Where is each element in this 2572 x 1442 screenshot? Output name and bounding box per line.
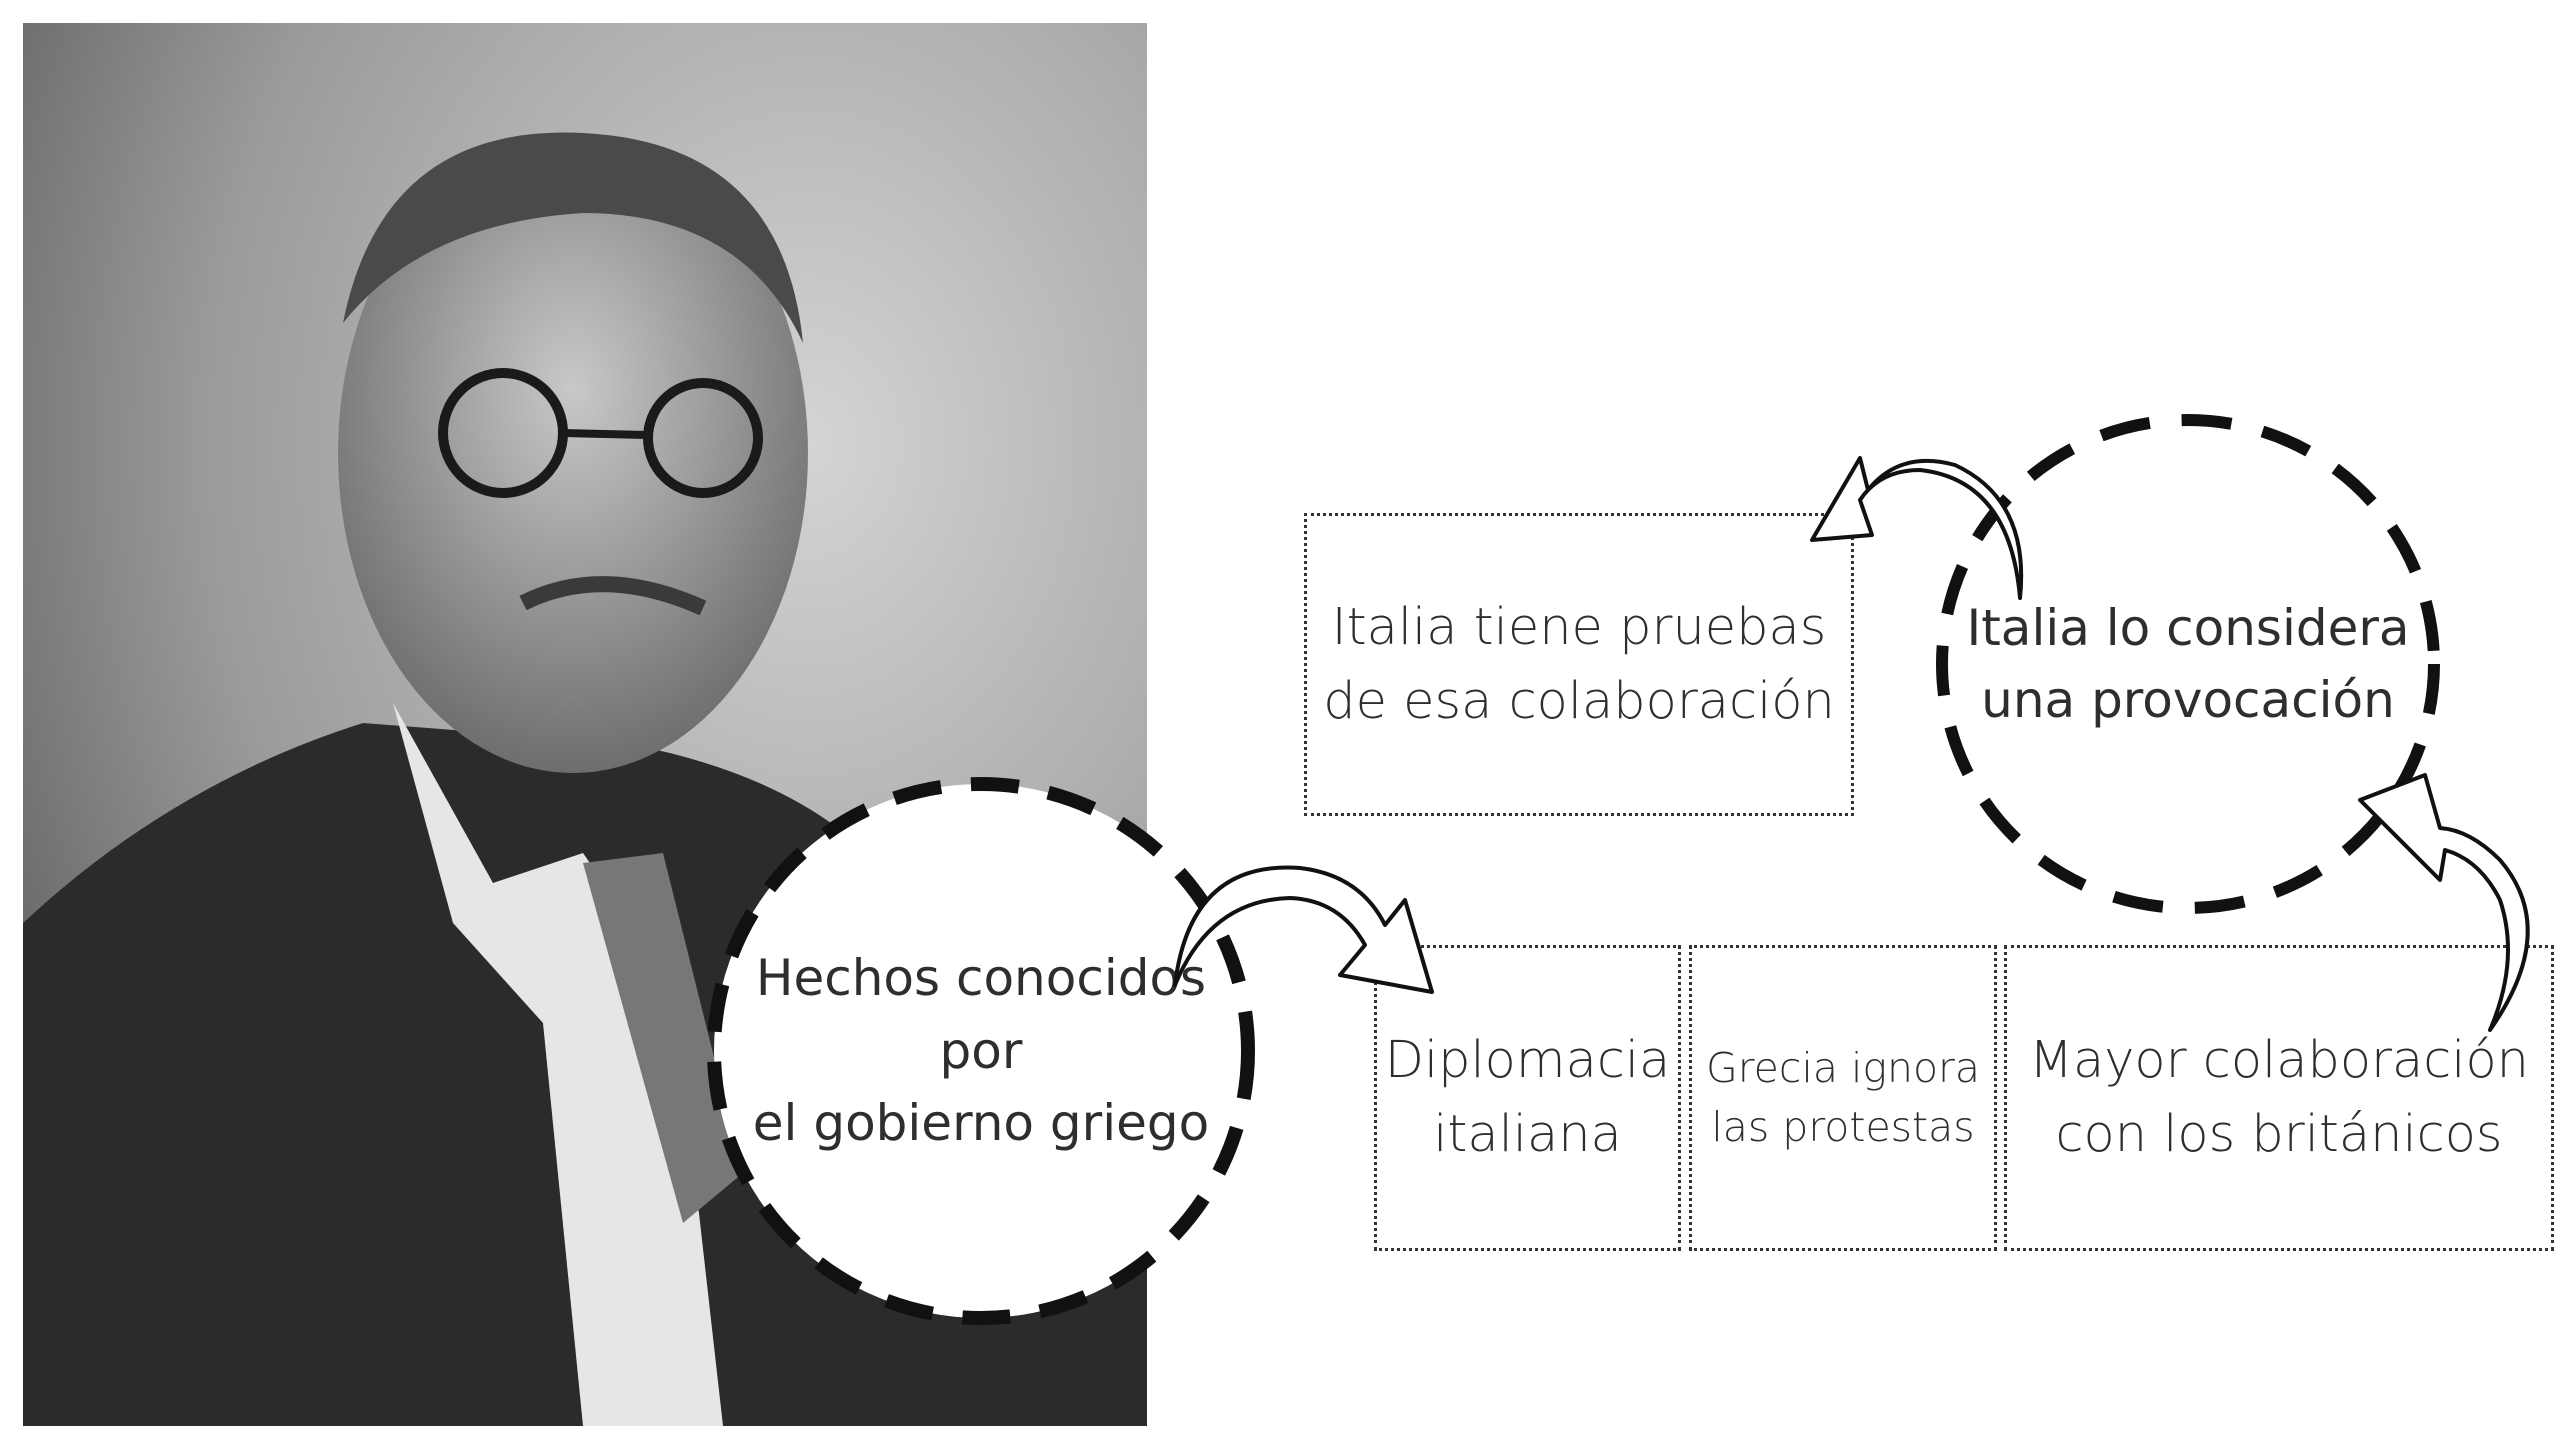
center-node: Hechos conocidos por el gobierno griego bbox=[714, 784, 1248, 1318]
provocation-node-text: Italia lo considera una provocación bbox=[1966, 598, 2410, 730]
bottom-box-diplomacy-text: Diplomacia italiana bbox=[1384, 1031, 1671, 1164]
evidence-box-text: Italia tiene pruebas de esa colaboración bbox=[1323, 597, 1835, 731]
bottom-box-collaboration-text: Mayor colaboración con los británicos bbox=[2028, 1031, 2529, 1164]
evidence-box: Italia tiene pruebas de esa colaboración bbox=[1304, 513, 1854, 816]
provocation-node: Italia lo considera una provocación bbox=[1942, 420, 2434, 908]
bottom-box-diplomacy: Diplomacia italiana bbox=[1374, 945, 1681, 1251]
bottom-box-ignore-text: Grecia ignora las protestas bbox=[1705, 1043, 1981, 1151]
center-node-text: Hechos conocidos por el gobierno griego bbox=[752, 949, 1210, 1153]
bottom-box-ignore: Grecia ignora las protestas bbox=[1689, 945, 1997, 1251]
bottom-box-collaboration: Mayor colaboración con los británicos bbox=[2004, 945, 2554, 1251]
